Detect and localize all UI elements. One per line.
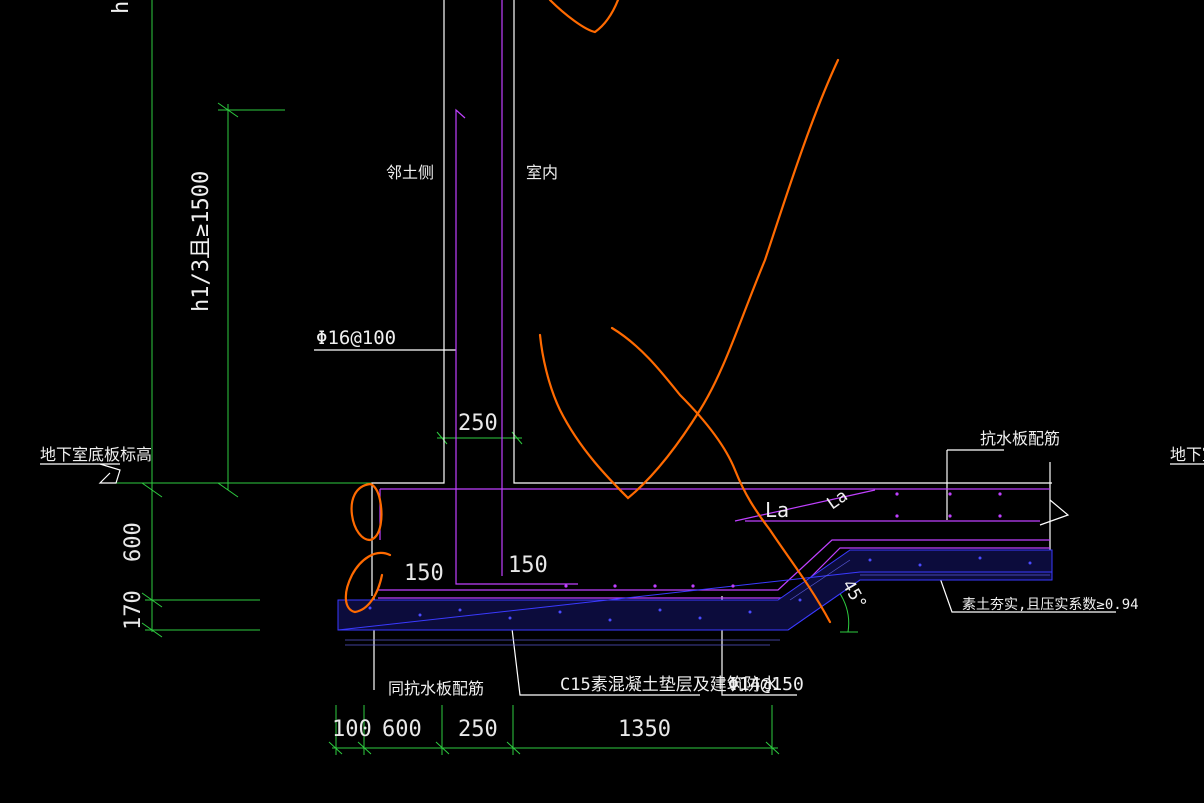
label-h: h xyxy=(109,1,134,14)
label-soil-note: 素土夯实,且压实系数≥0.94 xyxy=(962,597,1139,613)
rebar-lines xyxy=(378,0,1050,599)
dimension-lines xyxy=(110,0,858,755)
label-soil-side: 邻土侧 xyxy=(386,163,434,182)
label-dim-1350: 1350 xyxy=(618,717,671,742)
label-basement-level: 地下室底板标高 xyxy=(40,445,152,464)
wall-outline xyxy=(40,0,1204,696)
label-basement-level-right: 地下室 xyxy=(1170,445,1204,464)
label-same-rebar: 同抗水板配筋 xyxy=(388,679,484,698)
label-indoor: 室内 xyxy=(526,163,558,182)
label-wall-thk: 250 xyxy=(458,411,498,436)
label-c15-note: C15素混凝土垫层及建筑防水 xyxy=(560,675,778,695)
drawing-text: h h1/3且≥1500 邻土侧 室内 Φ16@100 250 地下室底板标高 … xyxy=(40,1,1204,742)
label-la-1: La xyxy=(765,498,789,522)
label-dim-100: 100 xyxy=(332,717,372,742)
label-anti-water-rebar: 抗水板配筋 xyxy=(980,429,1060,448)
markup-annotations xyxy=(344,0,840,624)
label-150-left: 150 xyxy=(404,561,444,586)
label-600-vert: 600 xyxy=(121,522,146,562)
label-rebar-bottom: Φ14@150 xyxy=(728,674,804,695)
concrete-base-hatch xyxy=(337,492,1053,646)
label-rebar-main: Φ16@100 xyxy=(316,327,396,349)
label-150-right: 150 xyxy=(508,553,548,578)
label-h-ratio: h1/3且≥1500 xyxy=(189,171,214,312)
label-la-2: La xyxy=(823,486,851,514)
label-dim-600: 600 xyxy=(382,717,422,742)
label-dim-250: 250 xyxy=(458,717,498,742)
label-170-vert: 170 xyxy=(121,590,146,630)
